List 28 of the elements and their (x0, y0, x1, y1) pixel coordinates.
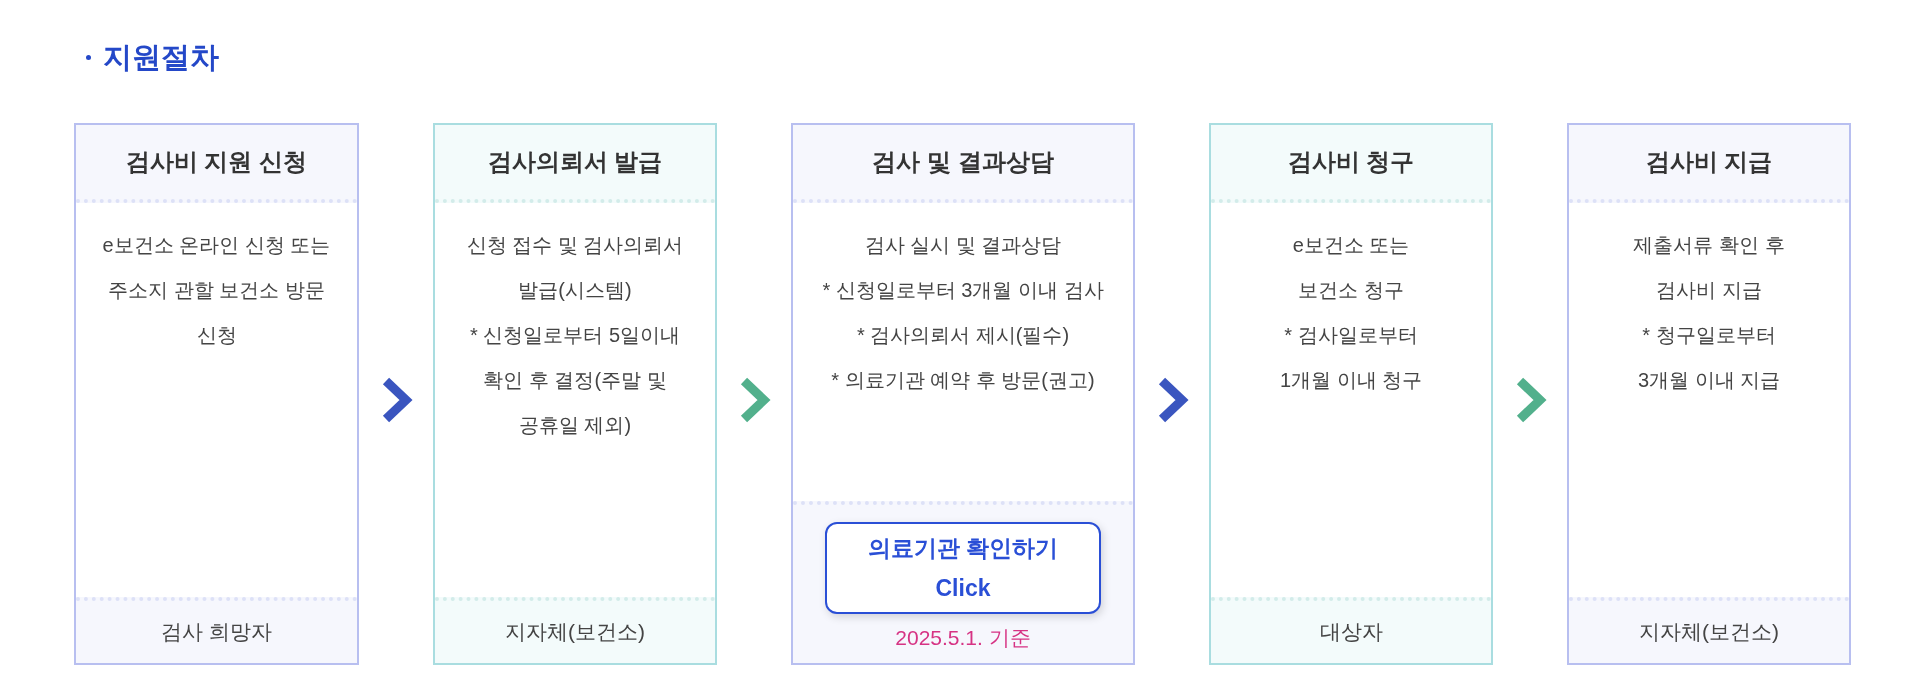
step-actor: 지자체(보건소) (1639, 619, 1779, 646)
step-description: e보건소 온라인 신청 또는 주소지 관할 보건소 방문 신청 (101, 233, 332, 348)
step-card (791, 123, 1135, 665)
step-title: 검사비 지원 신청 (125, 147, 308, 177)
step-title: 검사의뢰서 발급 (487, 147, 663, 177)
step-description: * 의료기관 예약 후 방문(권고) (831, 368, 1095, 393)
step-actor: 2025.5.1. 기준 (895, 625, 1031, 652)
step-description: 제출서류 확인 후 검사비 지급 (1632, 233, 1786, 303)
step-title: 검사비 청구 (1287, 147, 1415, 177)
step-description: e보건소 또는 보건소 청구 (1291, 233, 1411, 303)
step-description: 검사 실시 및 결과상담 (864, 233, 1062, 258)
step-actor: 대상자 (1319, 619, 1383, 646)
step-description: 신청 접수 및 검사의뢰서 발급(시스템) (465, 233, 685, 303)
step-card (433, 123, 717, 665)
step-title: 검사비 지급 (1645, 147, 1773, 177)
link-button: 의료기관 확인하기 Click (825, 522, 1101, 615)
step-description: * 청구일로부터 3개월 이내 지급 (1636, 323, 1782, 393)
step-card (1567, 123, 1851, 665)
step-description: * 신청일로부터 3개월 이내 검사 (822, 278, 1104, 303)
step-description: * 신청일로부터 5일이내 확인 후 결정(주말 및 공휴일 제외) (469, 323, 681, 438)
section-title: 지원절차 (103, 40, 219, 75)
step-description: * 검사의뢰서 제시(필수) (856, 323, 1070, 348)
step-actor: 지자체(보건소) (505, 619, 645, 646)
step-actor: 검사 희망자 (161, 619, 272, 646)
step-card (74, 123, 359, 665)
step-card (1209, 123, 1493, 665)
step-title: 검사 및 결과상담 (872, 147, 1054, 177)
step-description: * 검사일로부터 1개월 이내 청구 (1279, 323, 1423, 393)
